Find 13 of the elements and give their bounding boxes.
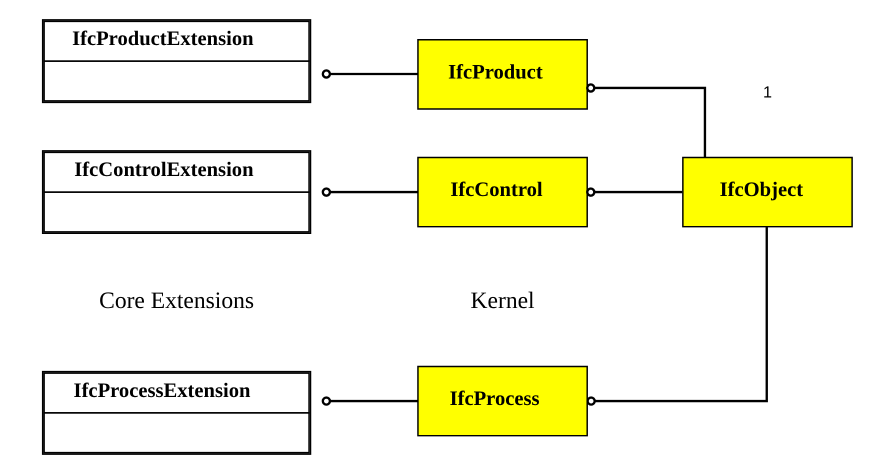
- node-box: IfcControl: [416, 156, 588, 228]
- connector: [321, 69, 418, 79]
- node-box: IfcProcess: [416, 366, 588, 436]
- connector: [586, 187, 682, 197]
- connector: [321, 187, 418, 197]
- connector: [321, 396, 418, 406]
- connector: [586, 83, 706, 158]
- label: Kernel: [470, 288, 534, 314]
- label: 1: [762, 84, 772, 102]
- node-box: IfcProduct: [416, 39, 588, 110]
- connector: [586, 227, 768, 406]
- node-box: IfcObject: [682, 156, 852, 228]
- label: Core Extensions: [98, 288, 254, 314]
